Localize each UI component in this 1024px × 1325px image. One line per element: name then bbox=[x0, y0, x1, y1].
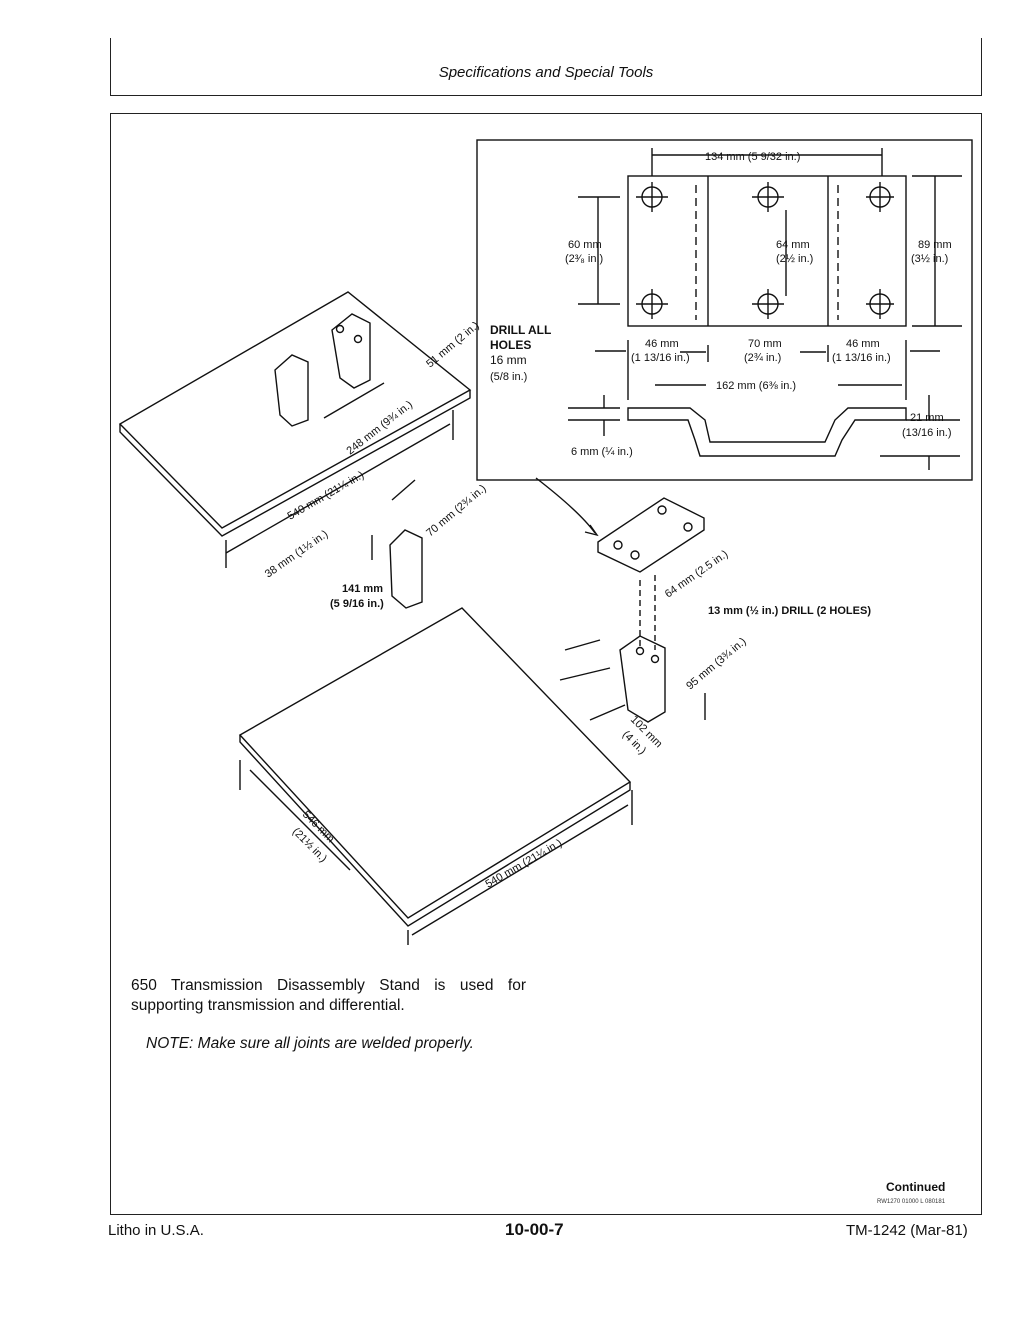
dim-46-left-mm: 46 mm bbox=[645, 338, 679, 350]
hole-icon bbox=[752, 289, 784, 319]
header-frame: Specifications and Special Tools bbox=[110, 38, 982, 96]
riser-block bbox=[389, 529, 423, 609]
drill-label-1: DRILL ALL bbox=[490, 323, 551, 337]
figure-frame bbox=[110, 113, 982, 1215]
dim-134: 134 mm (5 9/32 in.) bbox=[705, 151, 800, 163]
hinge-plate bbox=[597, 497, 705, 573]
dim-64-mm: 64 mm bbox=[776, 239, 810, 251]
dim-89-mm: 89 mm bbox=[918, 239, 952, 251]
dim-60-mm: 60 mm bbox=[568, 239, 602, 251]
page-number: 10-00-7 bbox=[505, 1220, 564, 1239]
dim-141-mm: 141 mm bbox=[342, 583, 383, 595]
dim-21-in: (13/16 in.) bbox=[902, 427, 952, 439]
dim-95: 95 mm (3¾ in.) bbox=[684, 636, 748, 693]
dim-70-mm: 70 mm bbox=[748, 338, 782, 350]
hole-icon bbox=[752, 182, 784, 212]
dim-13-drill: 13 mm (½ in.) DRILL (2 HOLES) bbox=[708, 605, 871, 617]
dim-51: 51 mm (2 in.) bbox=[424, 319, 481, 370]
figure-caption: 650 Transmission Disassembly Stand is us… bbox=[131, 977, 526, 1014]
hole-icon bbox=[866, 182, 894, 212]
dim-89-in: (3½ in.) bbox=[911, 253, 948, 265]
dim-6-thickness: 6 mm (¼ in.) bbox=[571, 446, 633, 458]
page-header-title: Specifications and Special Tools bbox=[438, 64, 654, 81]
dim-540-upper: 540 mm (21¼ in.) bbox=[286, 469, 367, 522]
dim-70: 70 mm (2¾ in.) bbox=[424, 483, 488, 540]
dim-46-right-mm: 46 mm bbox=[846, 338, 880, 350]
footer-left: Litho in U.S.A. bbox=[108, 1222, 204, 1239]
plate-top-view bbox=[627, 175, 907, 327]
lower-base-plate bbox=[238, 607, 632, 919]
dim-46-left-in: (1 13/16 in.) bbox=[631, 352, 690, 364]
u-bracket bbox=[619, 635, 666, 723]
upper-base-plate bbox=[118, 291, 472, 529]
dim-70-in: (2¾ in.) bbox=[744, 352, 781, 364]
hole-icon bbox=[636, 289, 668, 319]
document-code: RW1270 01000 L 080181 bbox=[877, 1199, 946, 1205]
drill-label-2: HOLES bbox=[490, 338, 531, 352]
drill-size-mm: 16 mm bbox=[490, 353, 527, 367]
dim-60-in: (2³⁄₈ in.) bbox=[565, 253, 603, 265]
dim-162: 162 mm (6⅜ in.) bbox=[716, 380, 796, 392]
dim-46-right-in: (1 13/16 in.) bbox=[832, 352, 891, 364]
drill-size-in: (5/8 in.) bbox=[490, 371, 527, 383]
bracket-right bbox=[331, 313, 371, 389]
hole-icon bbox=[866, 289, 894, 319]
dim-64-in: (2½ in.) bbox=[776, 253, 813, 265]
weld-note: NOTE: Make sure all joints are welded pr… bbox=[146, 1035, 474, 1052]
dim-38: 38 mm (1½ in.) bbox=[263, 528, 330, 580]
footer-right: TM-1242 (Mar-81) bbox=[846, 1222, 968, 1239]
hole-icon bbox=[636, 182, 668, 212]
continued-label: Continued bbox=[886, 1180, 946, 1194]
bracket-left bbox=[274, 354, 309, 427]
detail-pointer-arrow bbox=[535, 477, 596, 534]
detail-box bbox=[476, 139, 973, 481]
dim-21-mm: 21 mm bbox=[910, 412, 944, 424]
dim-141-in: (5 9/16 in.) bbox=[330, 598, 384, 610]
dim-64-bracket: 64 mm (2.5 in.) bbox=[663, 548, 730, 600]
